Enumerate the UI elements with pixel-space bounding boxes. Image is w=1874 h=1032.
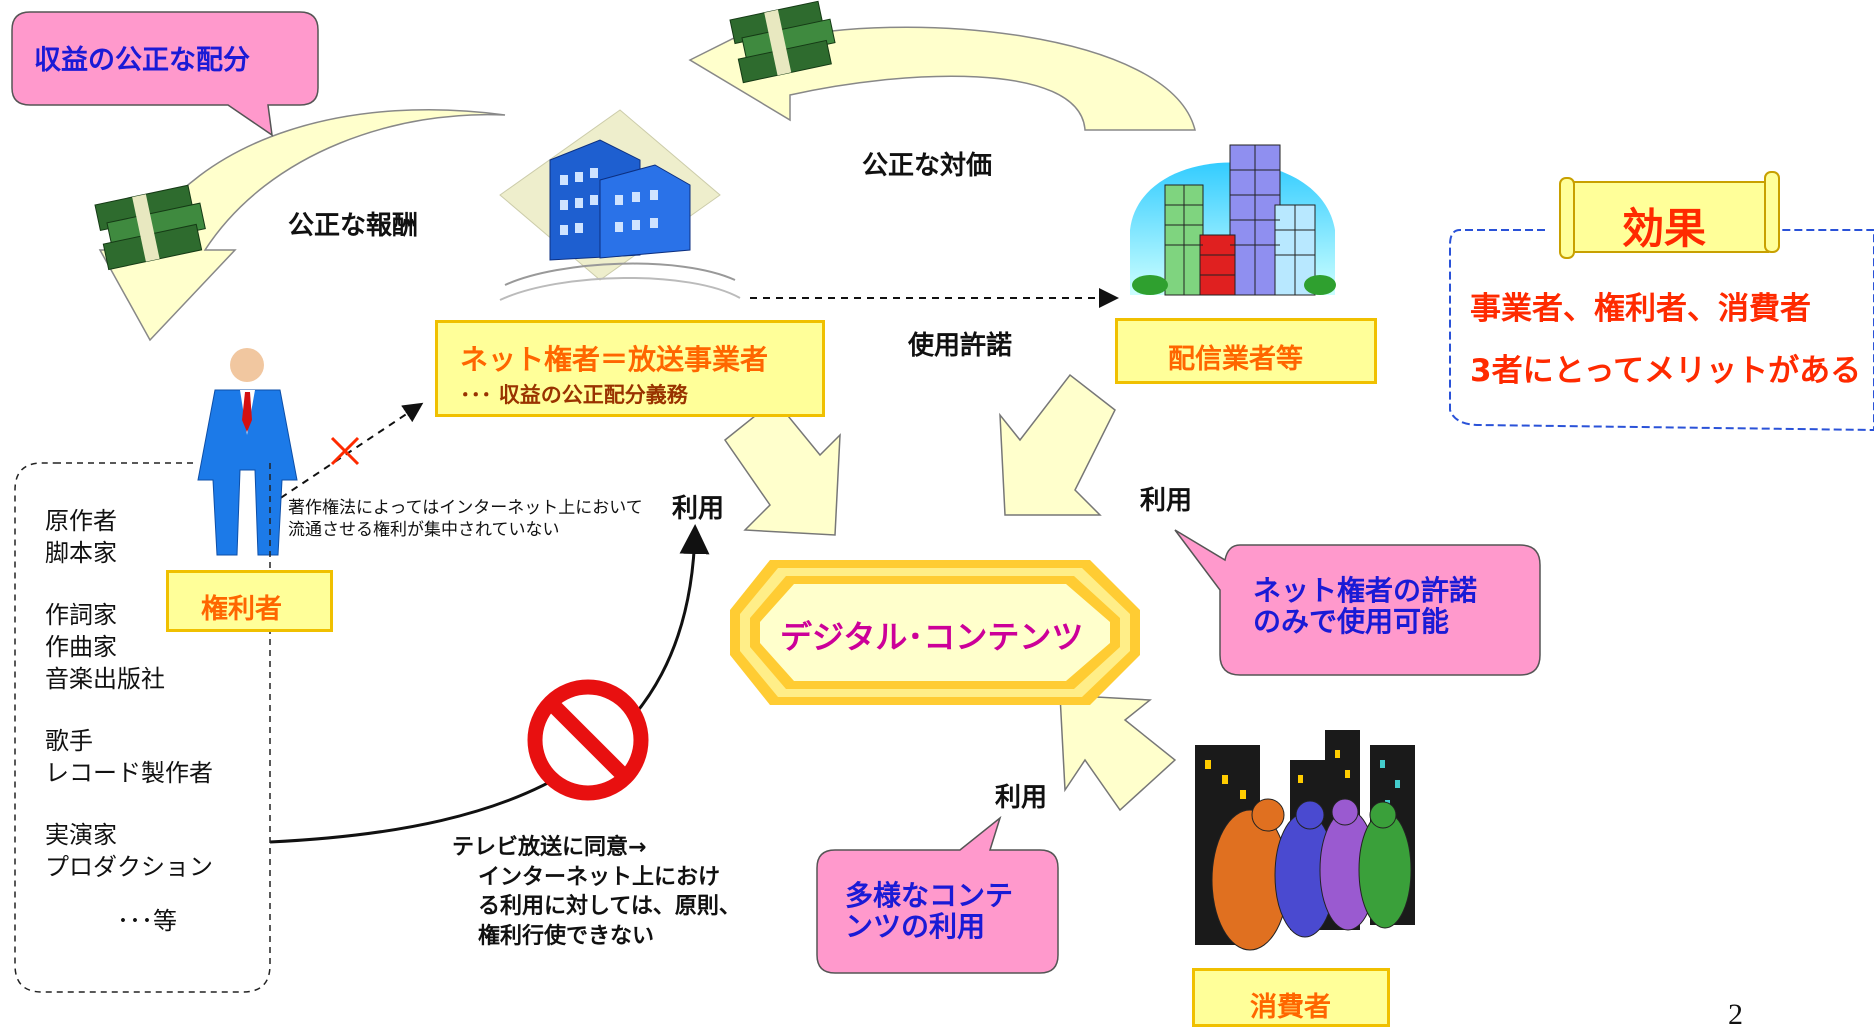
broadcaster-subtitle: ･･･ 収益の公正配分義務 <box>460 383 688 407</box>
use-label-broadcaster: 利用 <box>672 494 725 524</box>
use-label-consumer: 利用 <box>995 783 1048 813</box>
cross-mark-icon <box>330 436 360 466</box>
rights-dashed-arrow <box>269 402 424 506</box>
consumer-title: 消費者 <box>1250 992 1331 1023</box>
page-number: 2 <box>1728 998 1743 1031</box>
license-label: 使用許諾 <box>908 331 1013 361</box>
rights-note: 著作権法によってはインターネット上において流通させる権利が集中されていない <box>288 498 643 541</box>
callout-net-license-shape <box>1174 529 1541 676</box>
block-arrow-distributor-use <box>999 373 1116 516</box>
broadcaster-box: ネット権者＝放送事業者 ･･･ 収益の公正配分義務 <box>435 320 825 417</box>
effect-box <box>1449 229 1874 432</box>
distributor-box: 配信業者等 <box>1115 318 1377 384</box>
tv-note-line-2: インターネット上におけ <box>478 864 721 890</box>
list-item: プロダクション <box>45 853 213 881</box>
list-item: 原作者 <box>45 507 117 535</box>
block-arrow-broadcaster-use <box>723 398 841 536</box>
block-arrow-consumer-use <box>1059 694 1177 812</box>
rights-holder-title: 権利者 <box>201 594 282 625</box>
tv-note-line-3: る利用に対しては、原則、 <box>478 894 741 920</box>
tv-note-line-1: テレビ放送に同意→ <box>452 835 647 860</box>
diverse-line-2: ンツの利用 <box>845 910 986 944</box>
diverse-line-1: 多様なコンテ <box>845 879 1014 912</box>
people-group-icon <box>1195 730 1415 951</box>
list-item: ･･･等 <box>117 907 177 935</box>
broadcaster-title: ネット権者＝放送事業者 <box>460 343 769 376</box>
rights-list-box <box>14 462 271 993</box>
effect-title: 効果 <box>1622 204 1707 253</box>
list-item: 作曲家 <box>45 633 117 661</box>
callout-fair-distribution-shape <box>11 11 319 137</box>
list-item: 脚本家 <box>45 539 117 567</box>
consumer-box: 消費者 <box>1192 968 1390 1027</box>
callout-diverse-shape <box>816 815 1059 974</box>
tv-consent-note: テレビ放送に同意→ インターネット上におけ る利用に対しては、原則、 権利行使で… <box>452 833 741 952</box>
city-buildings-icon <box>1130 144 1336 296</box>
list-item: 音楽出版社 <box>45 665 165 693</box>
scroll-banner-icon <box>1559 171 1780 259</box>
rights-list: 原作者 脚本家 作詞家 作曲家 音楽出版社 歌手 レコード製作者 実演家 プロダ… <box>45 505 213 937</box>
net-license-line-1: ネット権者の許諾 <box>1253 574 1478 607</box>
list-item: レコード製作者 <box>45 759 213 787</box>
tv-note-line-4: 権利行使できない <box>478 924 655 950</box>
list-item: 実演家 <box>45 821 117 849</box>
distributor-title: 配信業者等 <box>1168 344 1303 375</box>
list-item: 作詞家 <box>45 601 117 629</box>
use-label-distributor: 利用 <box>1140 486 1193 516</box>
rights-holder-box: 権利者 <box>166 570 333 632</box>
effect-line-2: 3者にとってメリットがある <box>1470 353 1862 389</box>
businessman-icon <box>197 348 298 556</box>
list-item: 歌手 <box>45 727 93 755</box>
digital-contents-title: デジタル･コンテンツ <box>780 618 1084 656</box>
diverse-contents-callout: 多様なコンテ ンツの利用 <box>845 880 1013 943</box>
fair-distribution-label: 収益の公正な配分 <box>34 45 250 76</box>
effect-line-1: 事業者、権利者、消費者 <box>1470 291 1811 327</box>
prohibited-icon <box>527 679 649 801</box>
tv-consent-curve <box>269 524 710 844</box>
money-stack-icon <box>94 184 206 271</box>
money-stack-icon <box>729 0 836 84</box>
fair-price-label: 公正な対価 <box>862 151 993 181</box>
fair-remuneration-label: 公正な報酬 <box>288 211 419 241</box>
net-license-callout: ネット権者の許諾 のみで使用可能 <box>1253 575 1477 638</box>
net-license-line-2: のみで使用可能 <box>1253 605 1450 639</box>
digital-contents-octagon <box>730 560 1140 705</box>
office-building-icon <box>499 109 741 301</box>
